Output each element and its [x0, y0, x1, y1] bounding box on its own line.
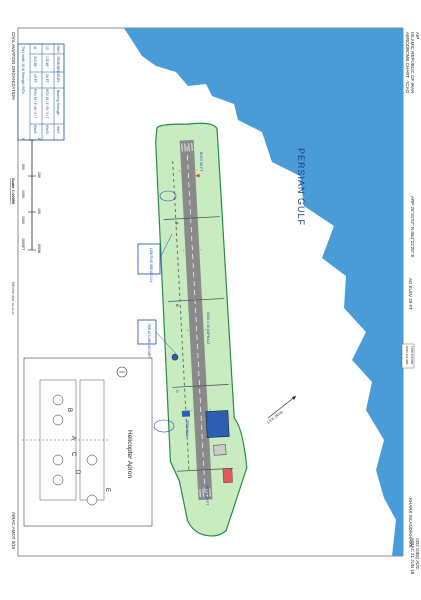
inset-title: Helicopter Apron: [126, 430, 133, 478]
svg-text:GND 121.900: GND 121.900: [405, 346, 409, 365]
ad-elevation: AD ELEV 29 FT: [408, 278, 413, 310]
table-cell: 60x45: [45, 125, 49, 134]
amendment-label: AIRAC AMDT 3/16: [11, 512, 16, 550]
table-cell: 13: [45, 46, 49, 50]
chart-title: AERODROME CHART - ICAO: [405, 32, 410, 94]
svg-text:TWR ATS ARO AIS MET: TWR ATS ARO AIS MET: [147, 323, 151, 358]
scale-meter-tick: 0: [37, 138, 41, 140]
twy-label-c: C: [175, 390, 180, 393]
table-cell: 31: [33, 46, 37, 50]
svg-text:A: A: [70, 436, 76, 440]
svg-text:LIGHTING SEE AD 2.14: LIGHTING SEE AD 2.14: [149, 248, 153, 283]
table-cell: 315.48°: [33, 56, 37, 68]
table-header-rwy: RWY: [56, 46, 60, 55]
helicopter-apron-inset: Helicopter Apron A B C D E: [22, 358, 152, 526]
table-header-swy: SWY: [56, 126, 60, 134]
table-cell: 60x45: [33, 125, 37, 134]
fuel-depot: [223, 468, 233, 482]
header: AIP ISLAMIC REPUBLIC OF IRAN AERODROME C…: [402, 32, 420, 575]
table-cell: 29 FT: [33, 74, 37, 83]
scale-feet-tick: 1500: [21, 216, 25, 224]
arp-coordinates: ARP 26°31'57" N 054°22'25" E: [410, 196, 415, 257]
scale-bar: 0 200 400 600M 0 500 1000 1500 2000FT Sc…: [11, 138, 41, 253]
scale-meter-tick: 200: [37, 172, 41, 178]
table-header-elev: ELEV: [56, 74, 60, 83]
table-cell: 26 FT: [45, 74, 49, 83]
runway-data-table: RWY TRUE BRG ELEV Bearing Strength SWY 1…: [18, 44, 64, 140]
table-cell: PCN 35 / F / B / X / T: [33, 89, 37, 119]
table-cell: 135.48°: [45, 56, 49, 68]
table-cell: PCN 35 / F / B / X / T: [45, 89, 49, 119]
scale-feet-tick: 500: [21, 164, 25, 170]
scale-feet-tick: 2000FT: [21, 238, 25, 251]
frequency-box: TWR 118.800 GND 121.900: [402, 344, 414, 368]
sea-islet: [330, 452, 346, 470]
scale-feet-tick: 0: [21, 138, 25, 140]
svg-text:B: B: [66, 408, 72, 412]
twy-note: TWY width 15 M Strength: PCN: [21, 46, 25, 94]
aerodrome-area: [153, 121, 251, 538]
effective-note: Effective date: xx-xx-xx: [11, 282, 15, 315]
scale-label: Scale 1:10000: [11, 178, 16, 205]
scale-meter-tick: 600M: [37, 244, 41, 253]
runway-end-label-31: ELEV 29 FT: [205, 486, 209, 506]
svg-text:C: C: [70, 452, 76, 457]
terminal-callout: TERMINAL: [185, 420, 189, 437]
table-header-brg: TRUE BRG: [56, 56, 60, 74]
scale-feet-tick: 1000: [21, 190, 25, 198]
north-arrow: 1.5°E (2018): [266, 396, 296, 425]
small-building: [182, 410, 190, 416]
runway-end-label-13: ELEV 26 FT: [199, 152, 203, 172]
chart-airac: AIRAC 21 JUN 18: [410, 538, 415, 575]
runway-dimension-label: 3000 x 45 ASPHALT: [206, 312, 210, 346]
scale-meter-tick: 400: [37, 208, 41, 214]
twy-label-b: B: [175, 304, 180, 307]
organization-label: CIVIL AVIATION ORGANIZATION: [11, 32, 16, 100]
apron: [214, 445, 227, 456]
svg-text:TWR 118.800: TWR 118.800: [410, 346, 414, 365]
svg-text:TERMINAL: TERMINAL: [185, 420, 189, 437]
sea-label: PERSIAN GULF: [296, 148, 306, 226]
terminal-building: [206, 410, 229, 437]
svg-text:E: E: [104, 488, 110, 492]
table-header-strength: Bearing Strength: [56, 90, 60, 116]
twy-label-a: A: [175, 222, 180, 225]
svg-text:D: D: [74, 470, 80, 475]
footer: CIVIL AVIATION ORGANIZATION Effective da…: [11, 32, 16, 550]
